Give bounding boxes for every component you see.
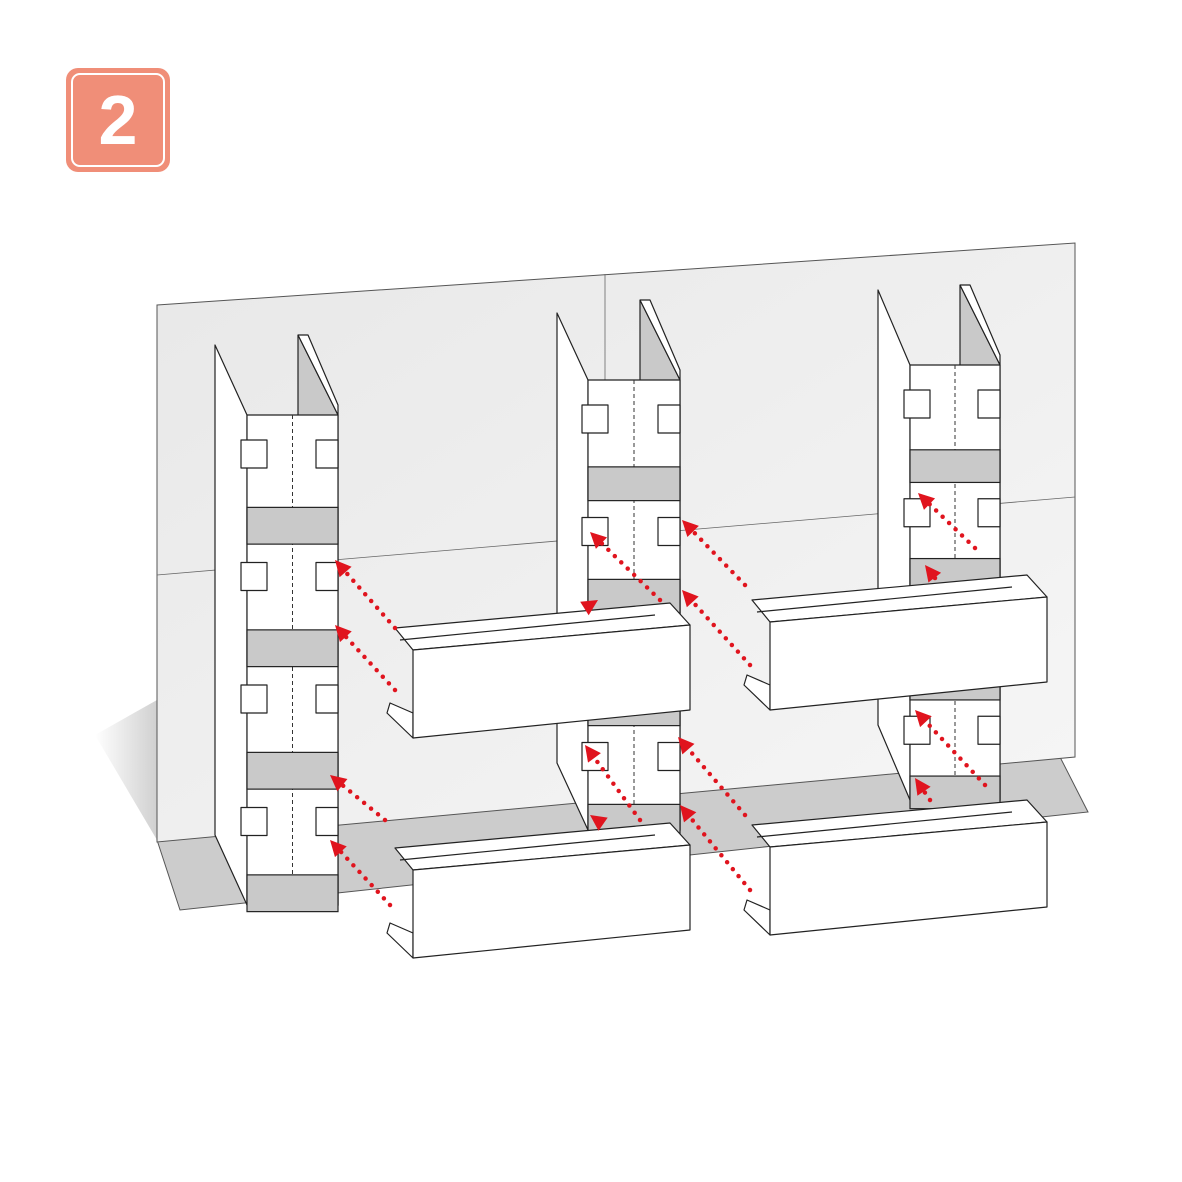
slot-tab: [977, 389, 1001, 419]
slot-tab: [581, 404, 609, 434]
slot-tab: [315, 806, 339, 837]
step-number-badge: 2: [66, 68, 170, 172]
insertion-arrow: [915, 710, 988, 788]
insertion-arrow: [590, 815, 608, 831]
shelf-hook: [386, 922, 414, 959]
wall-shadow: [95, 700, 157, 840]
arrow-head: [335, 625, 352, 643]
shelf-front: [769, 821, 1048, 936]
shelf-slot: [246, 506, 339, 545]
slot-tab: [240, 561, 268, 592]
column-flange: [959, 284, 1001, 366]
shelf-tray: [386, 822, 691, 959]
insertion-arrow: [915, 778, 933, 803]
insertion-arrow: [330, 840, 393, 908]
slot-tab: [315, 439, 339, 469]
shelf-slot: [246, 751, 339, 790]
insertion-arrow: [580, 600, 598, 616]
shelf-slot: [246, 629, 339, 668]
arrow-head: [335, 560, 352, 578]
insertion-arrow: [918, 493, 978, 551]
slot-tab: [240, 806, 268, 837]
insertion-arrow: [925, 565, 942, 583]
arrow-head: [585, 745, 601, 763]
shelf-front: [769, 596, 1048, 711]
slot-tab: [657, 741, 681, 772]
insertion-arrow: [335, 625, 398, 693]
insertion-arrow: [682, 590, 753, 668]
arrow-head: [680, 805, 697, 823]
slot-tab: [977, 715, 1001, 745]
shelf-slot: [587, 466, 681, 502]
insertion-arrow: [585, 745, 643, 823]
insertion-arrow: [678, 737, 748, 818]
shelf-front: [412, 624, 691, 739]
arrow-head: [590, 532, 608, 549]
arrow-head: [330, 840, 347, 858]
upright-column: [214, 334, 339, 913]
column-flange: [297, 334, 339, 416]
step-number: 2: [98, 81, 138, 159]
shelf-lip: [756, 586, 1013, 613]
slot-tab: [977, 498, 1001, 528]
insertion-arrow: [335, 560, 398, 631]
shelf-lip: [756, 811, 1013, 838]
shelf-lip: [399, 614, 656, 641]
arrow-head: [580, 600, 598, 616]
column-flange: [639, 299, 681, 381]
arrow-head: [590, 815, 608, 831]
slot-tab: [903, 389, 931, 419]
shelf-slot: [909, 449, 1001, 484]
slot-tab: [240, 684, 268, 714]
shelf-tray: [743, 799, 1048, 936]
arrow-head: [330, 775, 348, 792]
shelf-front: [412, 844, 691, 959]
slot-tab: [315, 684, 339, 714]
arrow-head: [682, 520, 699, 538]
slot-tab: [240, 439, 268, 469]
arrow-head: [915, 778, 931, 796]
upright-column: [556, 299, 681, 839]
insertion-arrow: [330, 775, 388, 823]
arrow-head: [915, 710, 932, 728]
arrow-head: [925, 565, 942, 583]
arrow-head: [918, 493, 936, 510]
shelf-lip: [399, 834, 656, 861]
insertion-arrow: [590, 532, 663, 603]
arrow-head: [682, 590, 699, 608]
shelf-tray: [743, 574, 1048, 711]
insertion-arrow: [680, 805, 753, 893]
insertion-arrow: [682, 520, 748, 588]
arrow-head: [678, 737, 695, 755]
slot-tab: [315, 561, 339, 592]
slot-tab: [657, 404, 681, 434]
shelf-hook: [743, 899, 771, 936]
shelf-slot: [246, 874, 339, 913]
slot-tab: [657, 516, 681, 547]
shelf-tray: [386, 602, 691, 739]
badge-border: [71, 73, 165, 167]
